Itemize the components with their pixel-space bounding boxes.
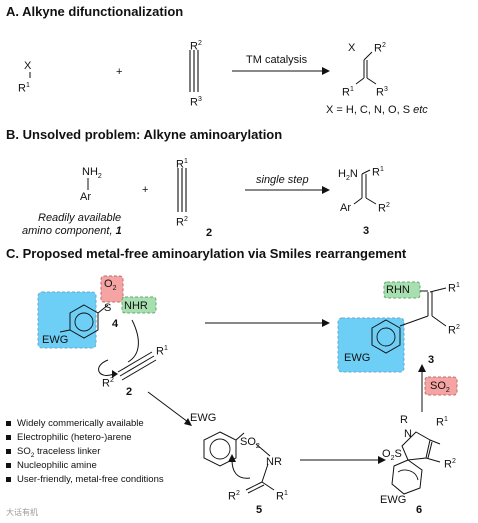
- a-condition-tm-catalysis: TM catalysis: [246, 54, 308, 66]
- b-compound-2-label: 2: [206, 227, 213, 239]
- c3-ewg: EWG: [344, 352, 371, 364]
- c4-nhr: NHR: [124, 300, 148, 312]
- b-product-h2n: H2N: [338, 168, 358, 183]
- b-condition-single-step: single step: [256, 174, 309, 186]
- b-caption-line2: amino component, 1: [22, 225, 122, 237]
- section-c-title: C. Proposed metal-free aminoarylation vi…: [6, 246, 407, 261]
- c4-number: 4: [112, 318, 119, 330]
- cmpd6-sultam-ring: [401, 431, 431, 461]
- c6-r: R: [400, 414, 408, 426]
- feature-item: Electrophilic (hetero-)arene: [6, 432, 132, 443]
- so2-loss-label: SO2: [430, 380, 450, 395]
- c6-o2s: O2S: [382, 448, 402, 463]
- c6-r1: R1: [436, 416, 448, 429]
- cmpd3-amine-highlight: [383, 281, 421, 299]
- a-arrowhead: [322, 67, 330, 75]
- b-alkyne-r2: R2: [176, 216, 188, 229]
- watermark: 大话有机: [6, 508, 38, 517]
- b-nh2: NH2: [82, 166, 102, 181]
- c3-r1: R1: [448, 282, 460, 295]
- c5-so2: SO2: [240, 436, 260, 451]
- c2-number: 2: [126, 386, 133, 398]
- a-reagent-x: X: [24, 60, 32, 72]
- c3-r2: R2: [448, 324, 460, 337]
- c5-ewg: EWG: [190, 412, 217, 424]
- c3-rhn: RHN: [386, 284, 410, 296]
- section-b-title: B. Unsolved problem: Alkyne aminoarylati…: [6, 127, 283, 142]
- b-compound-3-label: 3: [363, 225, 370, 237]
- section-a-title: A. Alkyne difunctionalization: [6, 4, 184, 19]
- c4-ewg: EWG: [42, 334, 69, 346]
- c4-o2: O2: [104, 278, 117, 293]
- b-plus-sign: +: [142, 184, 149, 196]
- a-alkyne-r3: R3: [190, 96, 202, 109]
- b-product-r2: R2: [378, 202, 390, 215]
- a-product-r3: R3: [376, 86, 388, 99]
- a-x-options: X = H, C, N, O, S etc: [326, 104, 428, 116]
- feature-item: Nucleophilic amine: [6, 460, 97, 471]
- cmpd3-benzene-ring: [371, 319, 401, 354]
- c5-r1: R1: [276, 490, 288, 503]
- so2-loss-highlight: [424, 376, 458, 396]
- b-ar: Ar: [80, 191, 91, 203]
- cmpd4-amine-highlight: [121, 296, 157, 314]
- a-product-x: X: [348, 42, 356, 54]
- a-product-r1: R1: [342, 86, 354, 99]
- c6-ewg: EWG: [380, 494, 407, 506]
- c6-n: N: [404, 428, 412, 440]
- feature-item: SO2 traceless linker: [6, 446, 100, 461]
- a-plus-sign: +: [116, 66, 123, 78]
- a-alkyne-r2: R2: [190, 40, 202, 53]
- cmpd6-cyclohexadiene: [391, 459, 423, 495]
- feature-item: User-friendly, metal-free conditions: [6, 474, 164, 485]
- c5-nr: NR: [266, 456, 282, 468]
- c6-number: 6: [416, 504, 423, 516]
- feature-item: Widely commerically available: [6, 418, 144, 429]
- b-caption-line1: Readily available: [38, 212, 122, 224]
- b-product-ar: Ar: [340, 202, 351, 214]
- c6-r2: R2: [444, 458, 456, 471]
- b-product-r1: R1: [372, 166, 384, 179]
- c5-number: 5: [256, 504, 263, 516]
- c2-r1: R1: [156, 345, 168, 358]
- b-alkyne-r1: R1: [176, 158, 188, 171]
- c4-s: S: [104, 302, 112, 314]
- cmpd3-arene-highlight: [337, 317, 405, 373]
- c-arrow-2-to-5: [147, 391, 189, 423]
- c5-r2: R2: [228, 490, 240, 503]
- cmpd4-so2-highlight: [100, 275, 124, 303]
- a-product-r2: R2: [374, 42, 386, 55]
- c3-number: 3: [428, 354, 435, 366]
- c2-r2: R2: [102, 377, 114, 390]
- a-reagent-r1: R1: [18, 82, 30, 95]
